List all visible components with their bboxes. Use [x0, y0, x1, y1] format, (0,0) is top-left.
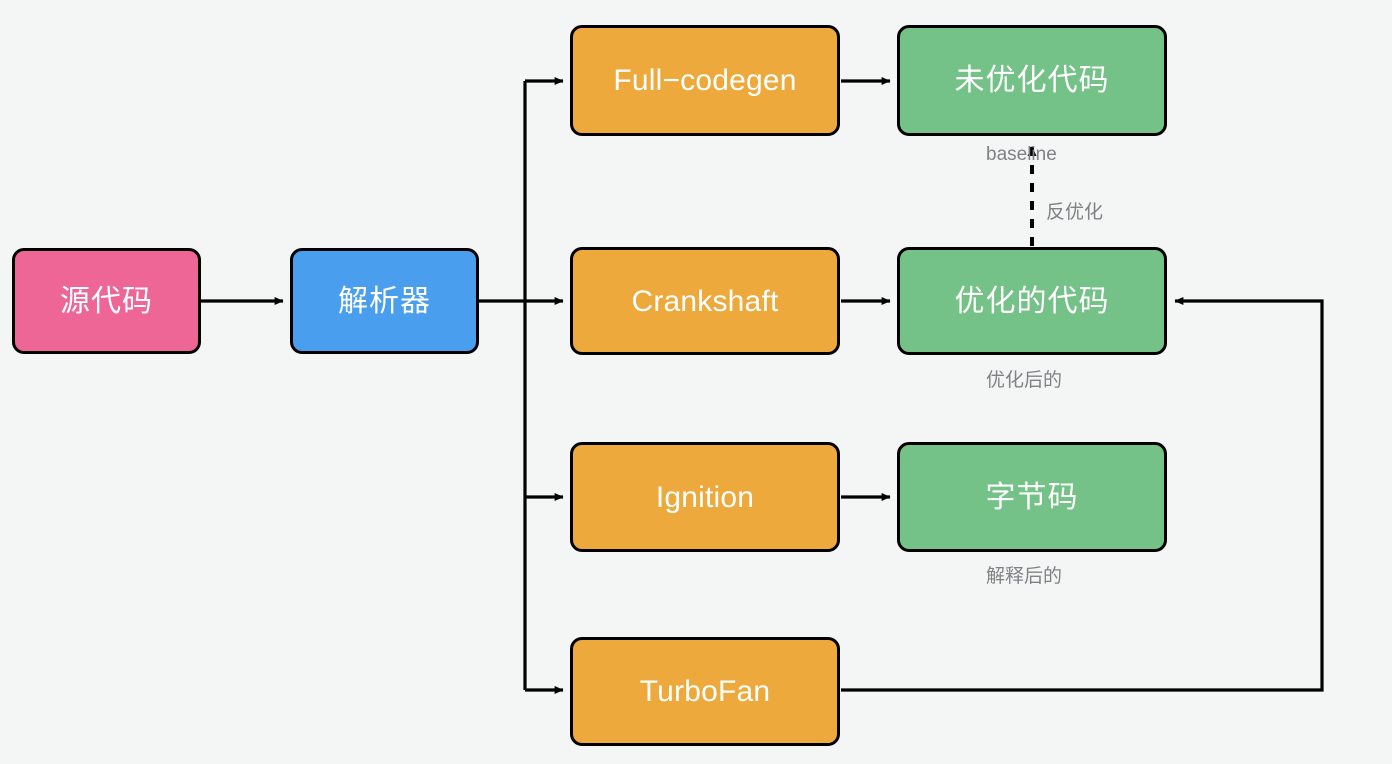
node-optimized-code-label: 优化的代码 — [954, 284, 1110, 318]
node-source-code[interactable]: 源代码 — [12, 248, 201, 354]
node-unoptimized-code-label: 未优化代码 — [954, 64, 1110, 97]
node-parser[interactable]: 解析器 — [290, 248, 479, 354]
node-crankshaft-label: Crankshaft — [631, 284, 779, 318]
node-parser-label: 解析器 — [338, 284, 431, 318]
node-source-code-label: 源代码 — [60, 284, 153, 318]
node-full-codegen-label: Full−codegen — [613, 64, 797, 97]
node-optimized-code[interactable]: 优化的代码 — [897, 247, 1167, 355]
node-crankshaft[interactable]: Crankshaft — [570, 247, 840, 355]
node-ignition[interactable]: Ignition — [570, 442, 840, 552]
edge-label-interpreted-note: 解释后的 — [986, 566, 1063, 587]
edge-label-baseline: baseline — [986, 144, 1057, 165]
node-full-codegen[interactable]: Full−codegen — [570, 25, 840, 136]
node-turbofan-label: TurboFan — [639, 675, 771, 708]
node-bytecode[interactable]: 字节码 — [897, 442, 1167, 552]
node-unoptimized-code[interactable]: 未优化代码 — [897, 25, 1167, 136]
node-ignition-label: Ignition — [655, 480, 755, 514]
edge-label-optimized-note: 优化后的 — [986, 370, 1063, 391]
edge-label-deoptimize: 反优化 — [1046, 202, 1104, 223]
node-turbofan[interactable]: TurboFan — [570, 637, 840, 746]
edge-parser-to-bus — [479, 81, 527, 690]
node-bytecode-label: 字节码 — [985, 480, 1079, 514]
